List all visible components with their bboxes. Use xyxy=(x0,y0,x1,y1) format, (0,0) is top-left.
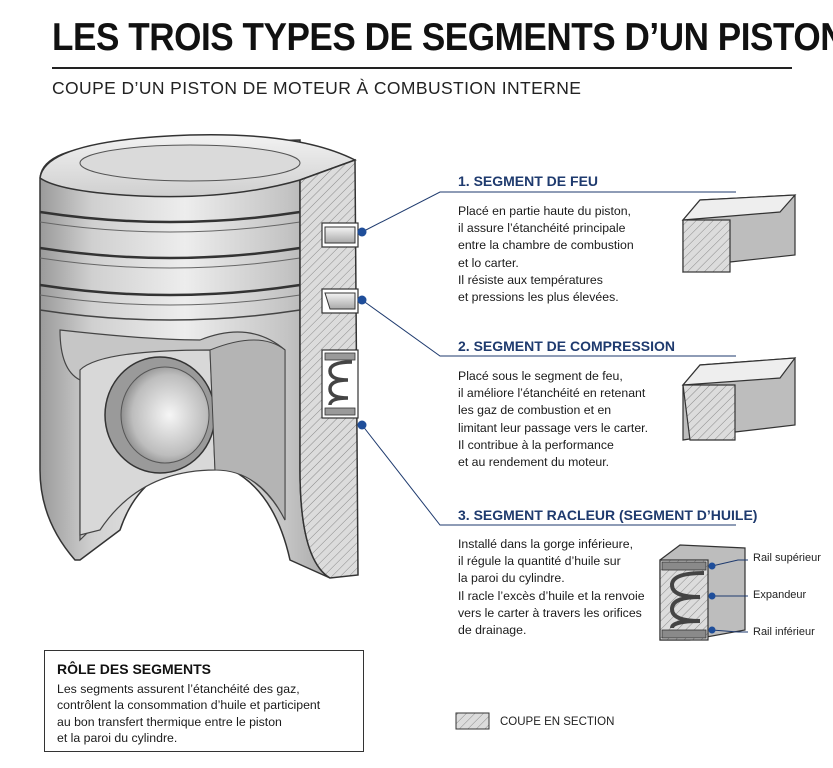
legend-label: COUPE EN SECTION xyxy=(500,716,615,728)
callout-rail-inferieur: Rail inférieur xyxy=(753,626,815,638)
section-compression-title: 2. SEGMENT DE COMPRESSION xyxy=(458,338,676,354)
callout-rail-superieur: Rail supérieur xyxy=(753,552,821,564)
role-box: RÔLE DES SEGMENTS Les segments assurent … xyxy=(44,650,364,752)
ring-feu-icon xyxy=(681,194,797,273)
section-compression-line: Placé sous le segment de feu, xyxy=(458,369,623,383)
section-racleur-line: la paroi du cylindre. xyxy=(458,571,565,586)
section-compression-line: Il contribue à la performance xyxy=(458,437,614,452)
marker-dot-racleur xyxy=(357,420,367,430)
legend-hatch-swatch xyxy=(455,712,490,730)
section-feu-line: il assure l’étanchéité principale xyxy=(458,221,626,236)
piston-section xyxy=(299,158,359,579)
role-line: et la paroi du cylindre. xyxy=(57,731,178,746)
role-body: Les segments assurent l’étanchéité des g… xyxy=(57,681,351,747)
ring-racleur-icon xyxy=(659,544,748,641)
title-divider xyxy=(52,67,792,69)
piston-body xyxy=(39,133,357,579)
role-line: Les segments assurent l’étanchéité des g… xyxy=(57,682,300,696)
section-compression-line: et au rendement du moteur. xyxy=(458,455,610,470)
role-line: contrôlent la consommation d’huile et pa… xyxy=(57,698,321,713)
section-feu-title: 1. SEGMENT DE FEU xyxy=(458,173,599,189)
section-compression-line: il améliore l’étanchéité en retenant xyxy=(458,386,646,401)
page-subtitle: COUPE D’UN PISTON DE MOTEUR À COMBUSTION… xyxy=(52,78,582,98)
role-line: au bon transfert thermique entre le pist… xyxy=(57,714,282,729)
section-feu-line: Placé en partie haute du piston, xyxy=(458,204,631,218)
callout-expandeur: Expandeur xyxy=(753,589,807,601)
section-compression-line: limitant leur passage vers le carter. xyxy=(458,420,649,435)
section-feu-line: entre la chambre de combustion xyxy=(458,238,634,253)
section-racleur-body: Installé dans la gorge inférieure, il ré… xyxy=(458,536,673,639)
section-compression-line: les gaz de combustion et en xyxy=(458,403,612,418)
section-racleur-line: Installé dans la gorge inférieure, xyxy=(458,537,633,551)
section-feu-line: et lo carter. xyxy=(458,255,519,270)
section-racleur-line: il régule la quantité d’huile sur xyxy=(458,554,621,569)
leader-lines xyxy=(361,191,736,526)
section-racleur-line: vers le carter à travers les orifices xyxy=(458,605,642,620)
section-racleur-line: Il racle l’excès d’huile et la renvoie xyxy=(458,588,645,603)
role-title: RÔLE DES SEGMENTS xyxy=(57,661,212,677)
section-compression-body: Placé sous le segment de feu, il amélior… xyxy=(458,368,673,471)
section-racleur-title: 3. SEGMENT RACLEUR (SEGMENT D’HUILE) xyxy=(458,507,758,523)
section-feu-body: Placé en partie haute du piston, il assu… xyxy=(458,203,673,306)
marker-dot-compression xyxy=(357,295,367,305)
marker-dot-feu xyxy=(357,227,367,237)
section-feu-line: et pressions les plus élevées. xyxy=(458,290,619,305)
page-title: LES TROIS TYPES DE SEGMENTS D’UN PISTON xyxy=(52,16,833,59)
section-feu-line: Il résiste aux températures xyxy=(458,272,603,287)
section-racleur-line: de drainage. xyxy=(458,623,527,638)
ring-compression-icon xyxy=(681,357,797,441)
